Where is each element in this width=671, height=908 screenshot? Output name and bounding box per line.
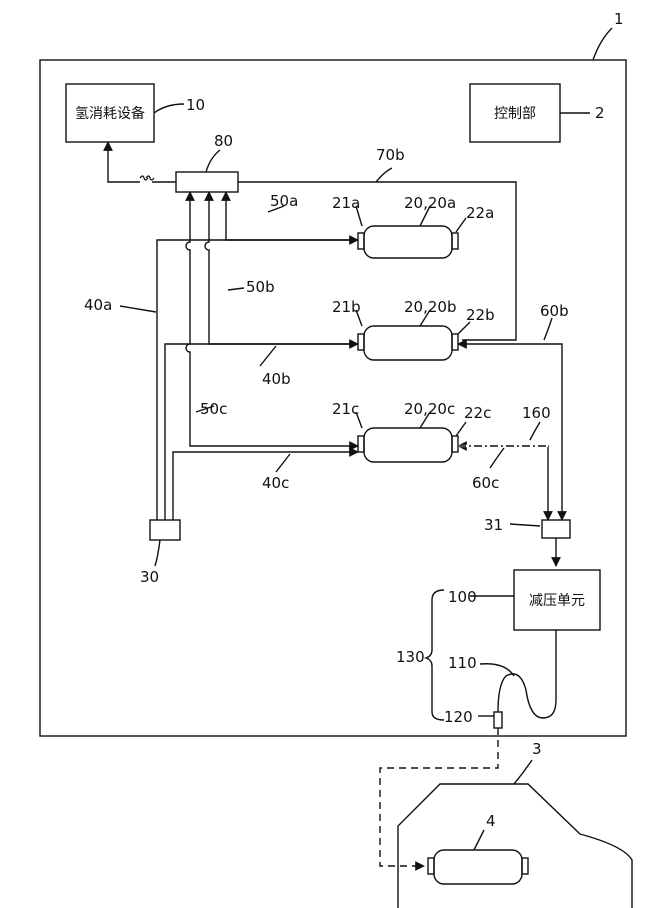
tank-20b-inlet (358, 334, 364, 350)
ref-1: 1 (614, 10, 624, 28)
leader-31 (510, 524, 540, 526)
ref-120: 120 (444, 708, 473, 726)
leader-40c (276, 454, 290, 472)
ref-130: 130 (396, 648, 425, 666)
manifold-box (176, 172, 238, 192)
hose (498, 630, 556, 718)
vehicle-outline (398, 784, 632, 908)
leader-80 (206, 150, 220, 172)
ref-50a: 50a (270, 192, 298, 210)
ref-21b: 21b (332, 298, 361, 316)
ref-31: 31 (484, 516, 503, 534)
ref-80: 80 (214, 132, 233, 150)
tank-20b (364, 326, 452, 360)
ref-20b: 20,20b (404, 298, 456, 316)
leader-3 (514, 760, 532, 784)
vehicle-tank-outlet (522, 858, 528, 874)
sink-box (542, 520, 570, 538)
ref-100: 100 (448, 588, 477, 606)
ref-160: 160 (522, 404, 551, 422)
leader-4 (474, 830, 484, 850)
consumer-label: 氢消耗设备 (75, 105, 145, 122)
ref-40b: 40b (262, 370, 291, 388)
tank-20b-outlet (452, 334, 458, 350)
bracket-130 (426, 590, 444, 720)
leader-40b (260, 346, 276, 366)
ref-4: 4 (486, 812, 496, 830)
tank-20c-inlet (358, 436, 364, 452)
leader-22c (456, 422, 466, 436)
leader-60c (490, 448, 504, 468)
ref-60b: 60b (540, 302, 569, 320)
tank-20a-inlet (358, 233, 364, 249)
ref-21a: 21a (332, 194, 360, 212)
leader-50b (228, 288, 244, 290)
ref-22a: 22a (466, 204, 494, 222)
leader-22a (456, 218, 466, 232)
ref-110: 110 (448, 654, 477, 672)
system-boundary (40, 60, 626, 736)
control-label: 控制部 (494, 106, 536, 122)
leader-30 (155, 540, 160, 566)
tank-20c-outlet (452, 436, 458, 452)
tank-20c (364, 428, 452, 462)
ref-22c: 22c (464, 404, 491, 422)
vehicle-tank (434, 850, 522, 884)
tank-20a-outlet (452, 233, 458, 249)
line-60b (458, 344, 562, 520)
line-50b (205, 192, 358, 344)
nozzle (494, 712, 502, 728)
supply-line-seg2 (108, 142, 140, 182)
ref-20a: 20,20a (404, 194, 456, 212)
source-box (150, 520, 180, 540)
tank-20a (364, 226, 452, 258)
ref-10: 10 (186, 96, 205, 114)
ref-21c: 21c (332, 400, 359, 418)
leader-10 (154, 104, 184, 113)
leader-1 (593, 28, 612, 60)
ref-20c: 20,20c (404, 400, 455, 418)
ref-40c: 40c (262, 474, 289, 492)
leader-60b (544, 318, 552, 340)
decompress-label: 减压单元 (529, 593, 585, 609)
ref-2: 2 (595, 104, 605, 122)
leader-40a (120, 306, 156, 312)
leader-160 (530, 422, 540, 440)
vehicle-tank-inlet (428, 858, 434, 874)
ref-50b: 50b (246, 278, 275, 296)
leader-70b (376, 168, 392, 182)
line-break-symbol (140, 176, 154, 180)
ref-30: 30 (140, 568, 159, 586)
ref-3: 3 (532, 740, 542, 758)
ref-60c: 60c (472, 474, 499, 492)
ref-70b: 70b (376, 146, 405, 164)
ref-50c: 50c (200, 400, 227, 418)
ref-40a: 40a (84, 296, 112, 314)
ref-22b: 22b (466, 306, 495, 324)
